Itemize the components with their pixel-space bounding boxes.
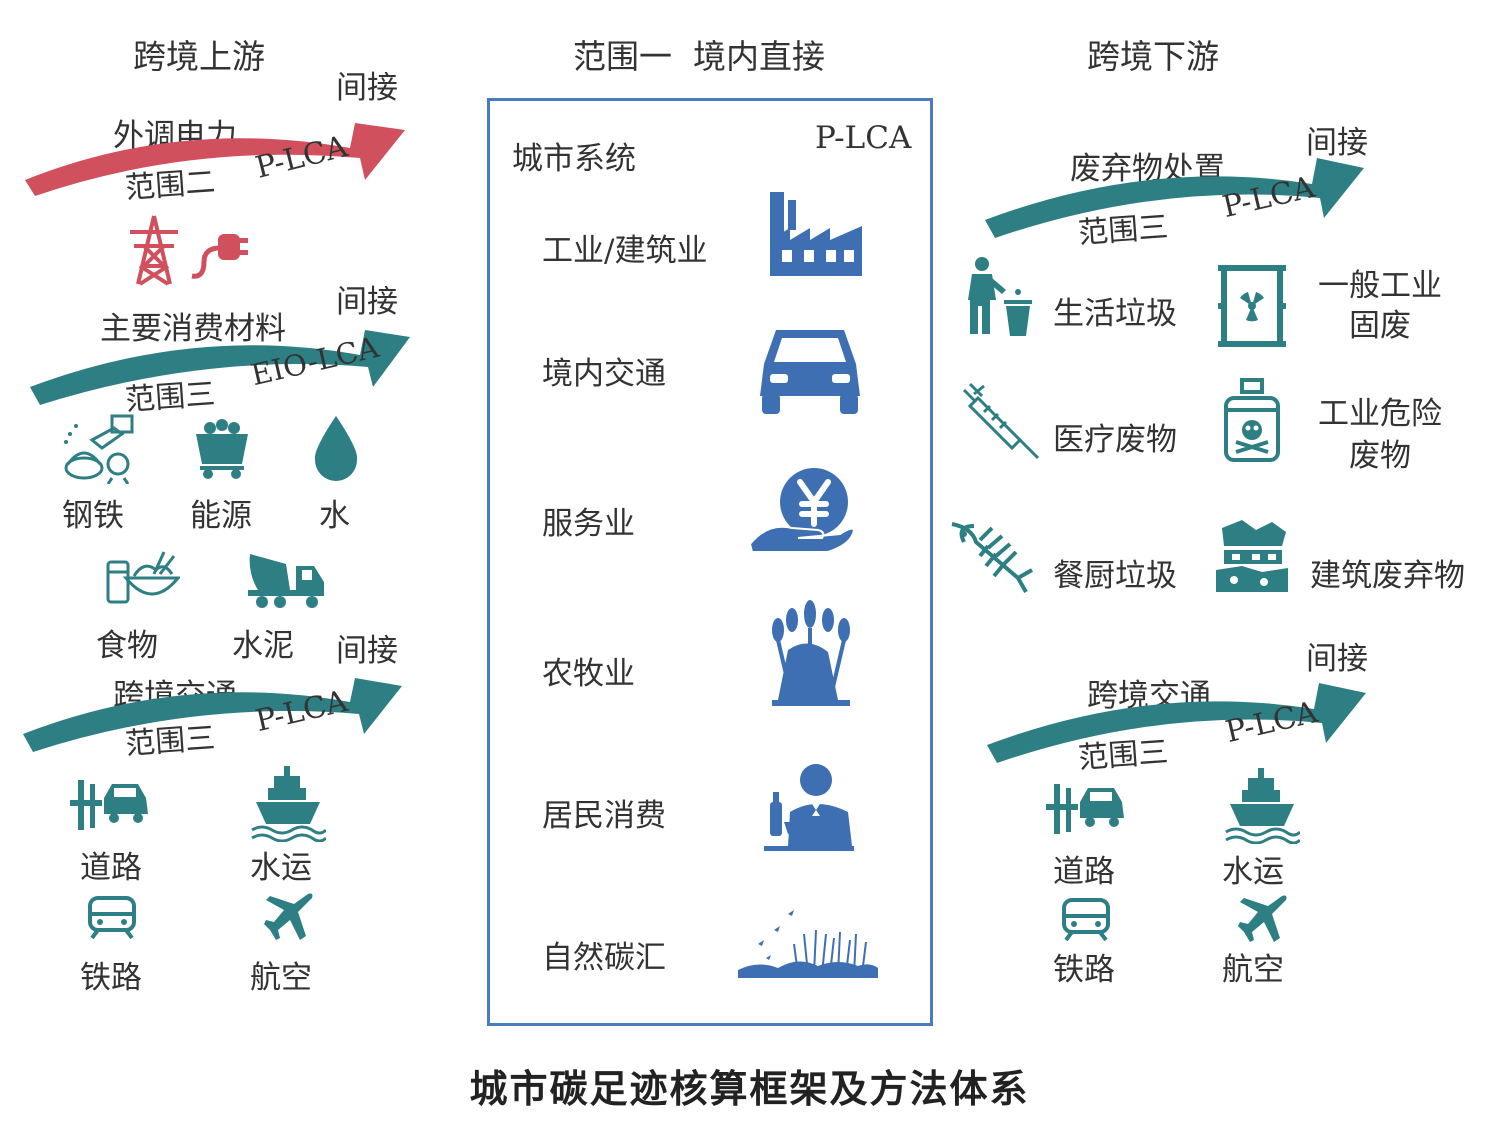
car-icon: [760, 330, 860, 414]
radioactive-barrel-icon: [1218, 265, 1286, 347]
waste-item-kitchen: 餐厨垃圾: [1053, 558, 1177, 594]
city-system-box: [487, 98, 933, 1026]
downstream-header: 跨境下游: [1087, 37, 1219, 76]
waste-item-medical: 医疗废物: [1053, 422, 1177, 458]
material-item-steel: 钢铁: [62, 498, 124, 534]
ship-icon: [251, 766, 326, 842]
up-transport-item-road: 道路: [80, 850, 142, 886]
figure-caption: 城市碳足迹核算框架及方法体系: [469, 1067, 1030, 1111]
road-car-icon: [70, 780, 148, 830]
water-drop-icon: [314, 416, 358, 481]
syringe-icon: [962, 382, 1040, 460]
material-item-food: 食物: [96, 628, 158, 664]
materials-title: 主要消费材料: [100, 311, 286, 347]
train-icon: [88, 896, 136, 940]
plane-icon: [264, 893, 313, 940]
waste-item-construction: 建筑废弃物: [1310, 558, 1465, 594]
food-icon: [106, 551, 180, 604]
down-transport-item-air: 航空: [1222, 952, 1284, 988]
sector-residential: 居民消费: [542, 798, 666, 834]
material-item-water: 水: [319, 498, 350, 534]
sector-industry: 工业/建筑业: [542, 233, 708, 269]
factory-icon: [770, 192, 862, 276]
up-transport-arrow: [23, 678, 402, 752]
down-transport-indirect-label: 间接: [1306, 641, 1368, 677]
waste-item-industrial-solid: 一般工业固废: [1318, 268, 1442, 344]
materials-scope-label: 范围三: [124, 376, 217, 419]
sector-carbon-sink: 自然碳汇: [542, 940, 666, 976]
plug-icon: [191, 234, 248, 279]
road-car-icon: [1046, 784, 1124, 834]
ship-icon: [1225, 768, 1300, 844]
down-transport-arrow: [987, 683, 1366, 763]
waste-arrow: [985, 158, 1364, 238]
fish-bone-icon: [951, 522, 1033, 593]
waste-indirect-label: 间接: [1306, 125, 1368, 161]
plane-icon: [1238, 895, 1287, 942]
resident-icon: [764, 764, 854, 851]
up-transport-item-rail: 铁路: [80, 960, 142, 996]
power-arrow: [25, 123, 405, 196]
sector-service: 服务业: [542, 506, 635, 542]
scope1-header: 范围一 境内直接: [573, 37, 825, 76]
waste-item-household: 生活垃圾: [1053, 296, 1177, 332]
up-transport-indirect-label: 间接: [336, 633, 398, 669]
material-item-cement: 水泥: [232, 628, 294, 664]
upstream-header: 跨境上游: [133, 37, 265, 76]
cement-truck-icon: [248, 554, 324, 608]
up-transport-scope-label: 范围三: [124, 720, 217, 763]
materials-arrow: [30, 330, 410, 405]
poison-bottle-icon: [1224, 378, 1280, 462]
waste-scope-label: 范围三: [1077, 209, 1170, 252]
city-method-label: P-LCA: [815, 120, 912, 156]
power-scope-label: 范围二: [124, 164, 217, 207]
down-transport-item-road: 道路: [1053, 854, 1115, 890]
steel-icon: [64, 414, 134, 484]
wheat-icon: [772, 600, 850, 706]
sector-transport: 境内交通: [542, 356, 666, 392]
sector-agriculture: 农牧业: [542, 656, 635, 692]
down-transport-item-rail: 铁路: [1053, 952, 1115, 988]
yen-hand-icon: [748, 468, 856, 553]
materials-indirect-label: 间接: [336, 284, 398, 320]
city-title: 城市系统: [512, 141, 636, 177]
transmission-tower-icon: [130, 215, 178, 286]
power-indirect-label: 间接: [336, 70, 398, 106]
down-transport-scope-label: 范围三: [1077, 734, 1170, 777]
waste-item-industrial-hazard: 工业危险废物: [1318, 396, 1442, 474]
wetland-icon: [738, 910, 878, 978]
down-transport-item-water: 水运: [1222, 854, 1284, 890]
material-item-energy: 能源: [190, 498, 252, 534]
train-icon: [1062, 898, 1110, 942]
up-transport-item-water: 水运: [250, 850, 312, 886]
energy-cart-icon: [196, 419, 248, 479]
trash-person-icon: [968, 257, 1032, 336]
construction-debris-icon: [1216, 520, 1288, 592]
up-transport-item-air: 航空: [250, 960, 312, 996]
